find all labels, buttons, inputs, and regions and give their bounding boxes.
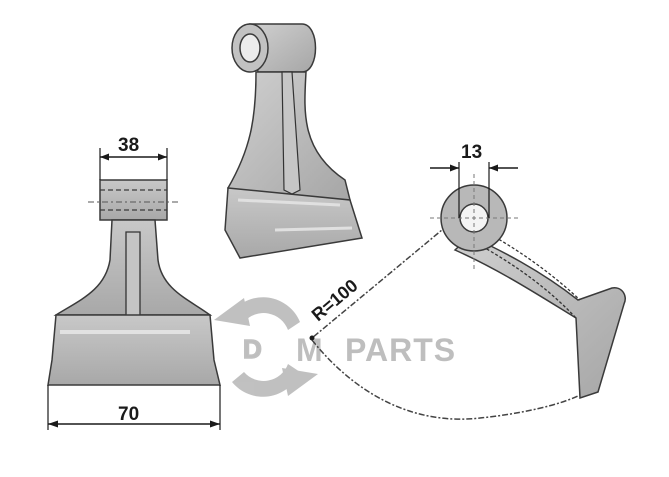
watermark-parts: PARTS (345, 332, 456, 368)
watermark-m: M (296, 332, 323, 368)
dimension-bore-diameter: 13 (461, 142, 482, 163)
dimension-top-width: 38 (118, 135, 139, 156)
perspective-view (224, 23, 363, 259)
logo-arrows-icon (214, 297, 318, 397)
dimension-swing-radius: R=100 (308, 275, 362, 325)
front-view: 38 70 (47, 135, 221, 430)
side-profile-view: R=100 13 (308, 142, 626, 420)
rdm-parts-watermark: D M PARTS (214, 297, 456, 397)
dimension-bottom-width: 70 (118, 404, 139, 425)
logo-letter: D (243, 334, 262, 364)
